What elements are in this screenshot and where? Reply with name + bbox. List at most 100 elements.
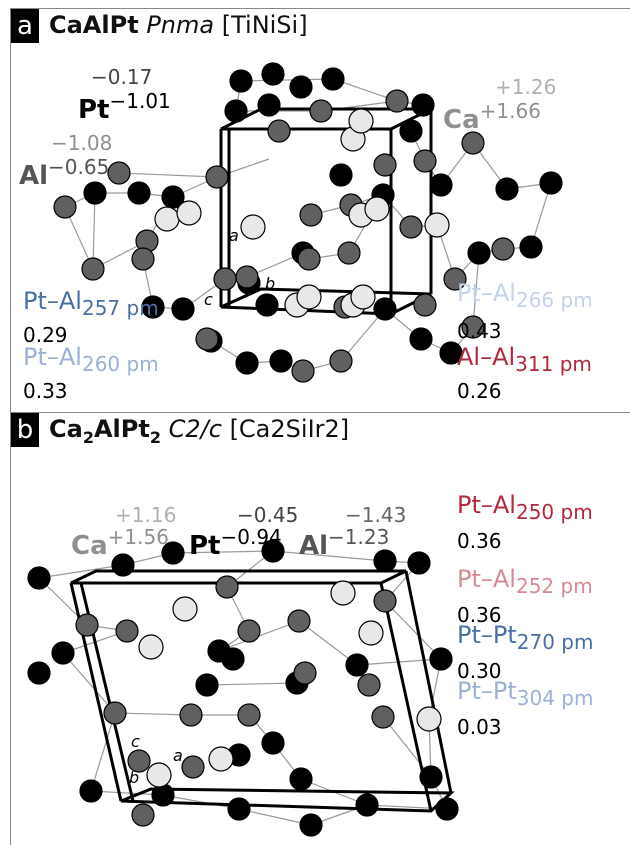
bond-pt-al-250-value: 0.36: [457, 529, 502, 553]
pt-atom: [373, 549, 397, 573]
pt-atom: [409, 327, 433, 351]
cell-bottom-face: [220, 287, 432, 316]
panel-a-tag: a: [11, 9, 39, 43]
pt-atom: [289, 75, 313, 99]
ca-atom: [172, 596, 198, 622]
framework-bond: [206, 682, 298, 686]
al-atom: [461, 315, 485, 339]
pt-atom: [51, 641, 75, 665]
pt-atom: [111, 553, 135, 577]
axis-b-label: b: [129, 768, 139, 787]
pt-atom: [229, 69, 253, 93]
al-atom: [329, 349, 353, 373]
al-atom: [53, 195, 77, 219]
panel-b-unit-cell: [69, 569, 455, 813]
pt-atom: [321, 67, 345, 91]
al-atom: [205, 165, 229, 189]
pt-atom: [79, 779, 103, 803]
al-atom: [461, 131, 485, 155]
pt-charge-top: −0.45: [237, 503, 299, 527]
bond-pt-al-252: Pt–Al252 pm: [457, 565, 593, 598]
framework-bond: [118, 172, 218, 178]
pt-atom: [429, 647, 453, 671]
panel-b-space-group: C2/c: [168, 415, 222, 443]
framework-bond: [114, 712, 192, 716]
panel-b-formula: Ca2AlPt2: [49, 415, 161, 447]
al-atom: [179, 703, 203, 727]
pt-atom: [429, 173, 453, 197]
bond-pt-al-260-value: 0.33: [23, 379, 68, 403]
pt-atom: [83, 181, 107, 205]
pt-atom: [257, 93, 281, 117]
bond-pt-pt-270-value: 0.30: [457, 659, 502, 683]
ca-atom: [176, 200, 202, 226]
pt-atom: [261, 62, 285, 86]
bond-pt-pt-270: Pt–Pt270 pm: [457, 621, 594, 654]
al-atom: [181, 755, 205, 779]
al-atom: [299, 203, 323, 227]
bond-pt-al-250: Pt–Al250 pm: [457, 491, 593, 524]
pt-atom: [411, 93, 435, 117]
pt-atom: [299, 813, 323, 837]
bond-pt-al-260: Pt–Al260 pm: [23, 343, 159, 376]
ca-atom: [154, 206, 180, 232]
al-atom: [443, 267, 467, 291]
al-label: Al−1.23: [299, 525, 390, 561]
al-atom: [81, 257, 105, 281]
pt-charge-sup: −0.94: [220, 525, 282, 549]
pt-atom: [127, 181, 151, 205]
ca-atom: [350, 284, 376, 310]
al-atom: [293, 661, 317, 685]
framework-bond: [162, 794, 240, 810]
ca-charge-top: +1.26: [495, 75, 557, 99]
al-atom: [237, 703, 261, 727]
al-atom: [115, 619, 139, 643]
pt-atom: [224, 99, 248, 123]
pt-atom: [171, 297, 195, 321]
pt-atom: [539, 171, 563, 195]
al-label: Al−0.65: [19, 155, 110, 191]
pt-atom: [439, 341, 463, 365]
framework-bond: [298, 620, 358, 666]
bond-pt-pt-304-value: 0.03: [457, 715, 502, 739]
panel-a-space-group: Pnma: [146, 11, 215, 39]
pt-atom: [435, 797, 459, 821]
al-atom: [127, 749, 151, 773]
ca-atom: [146, 762, 172, 788]
al-atom: [235, 265, 259, 289]
cell-edge: [404, 570, 453, 794]
al-atom: [131, 247, 155, 271]
ca-charge-sup: +1.56: [107, 525, 169, 549]
cell-bottom-face: [120, 787, 455, 813]
framework-bond: [472, 252, 480, 328]
ca-label: Ca+1.66: [443, 99, 541, 135]
al-atom: [385, 89, 409, 113]
al-atom: [399, 215, 423, 239]
ca-atom: [240, 214, 266, 240]
al-charge-top: −1.43: [345, 503, 407, 527]
bond-pt-al-257: Pt–Al257 pm: [23, 287, 159, 320]
pt-atom: [255, 293, 279, 317]
pt-atom: [227, 797, 251, 821]
panel-b: b Ca2AlPt2 C2/c [Ca2SiIr2] b c a +1.16 C…: [10, 412, 630, 845]
panel-a-title: CaAlPt Pnma [TiNiSi]: [49, 11, 308, 39]
al-atom: [371, 705, 395, 729]
bond-pt-al-266-value: 0.43: [457, 319, 502, 343]
framework-bond: [38, 564, 124, 579]
al-atom: [75, 613, 99, 637]
ca-atom: [416, 706, 442, 732]
pt-atom: [519, 235, 543, 259]
panel-b-atoms: [27, 539, 459, 837]
al-atom: [413, 149, 437, 173]
ca-label: Ca+1.56: [71, 525, 169, 561]
pt-atom: [195, 673, 219, 697]
al-atom: [373, 153, 397, 177]
framework-bond: [90, 712, 116, 792]
framework-bond: [384, 600, 442, 660]
axis-c-label: c: [131, 732, 140, 751]
al-atom: [297, 247, 321, 271]
panel-a-structure: a b c: [53, 62, 563, 383]
framework-bond: [172, 550, 274, 554]
pt-charge-top: −0.17: [91, 65, 153, 89]
al-atom: [337, 241, 361, 265]
